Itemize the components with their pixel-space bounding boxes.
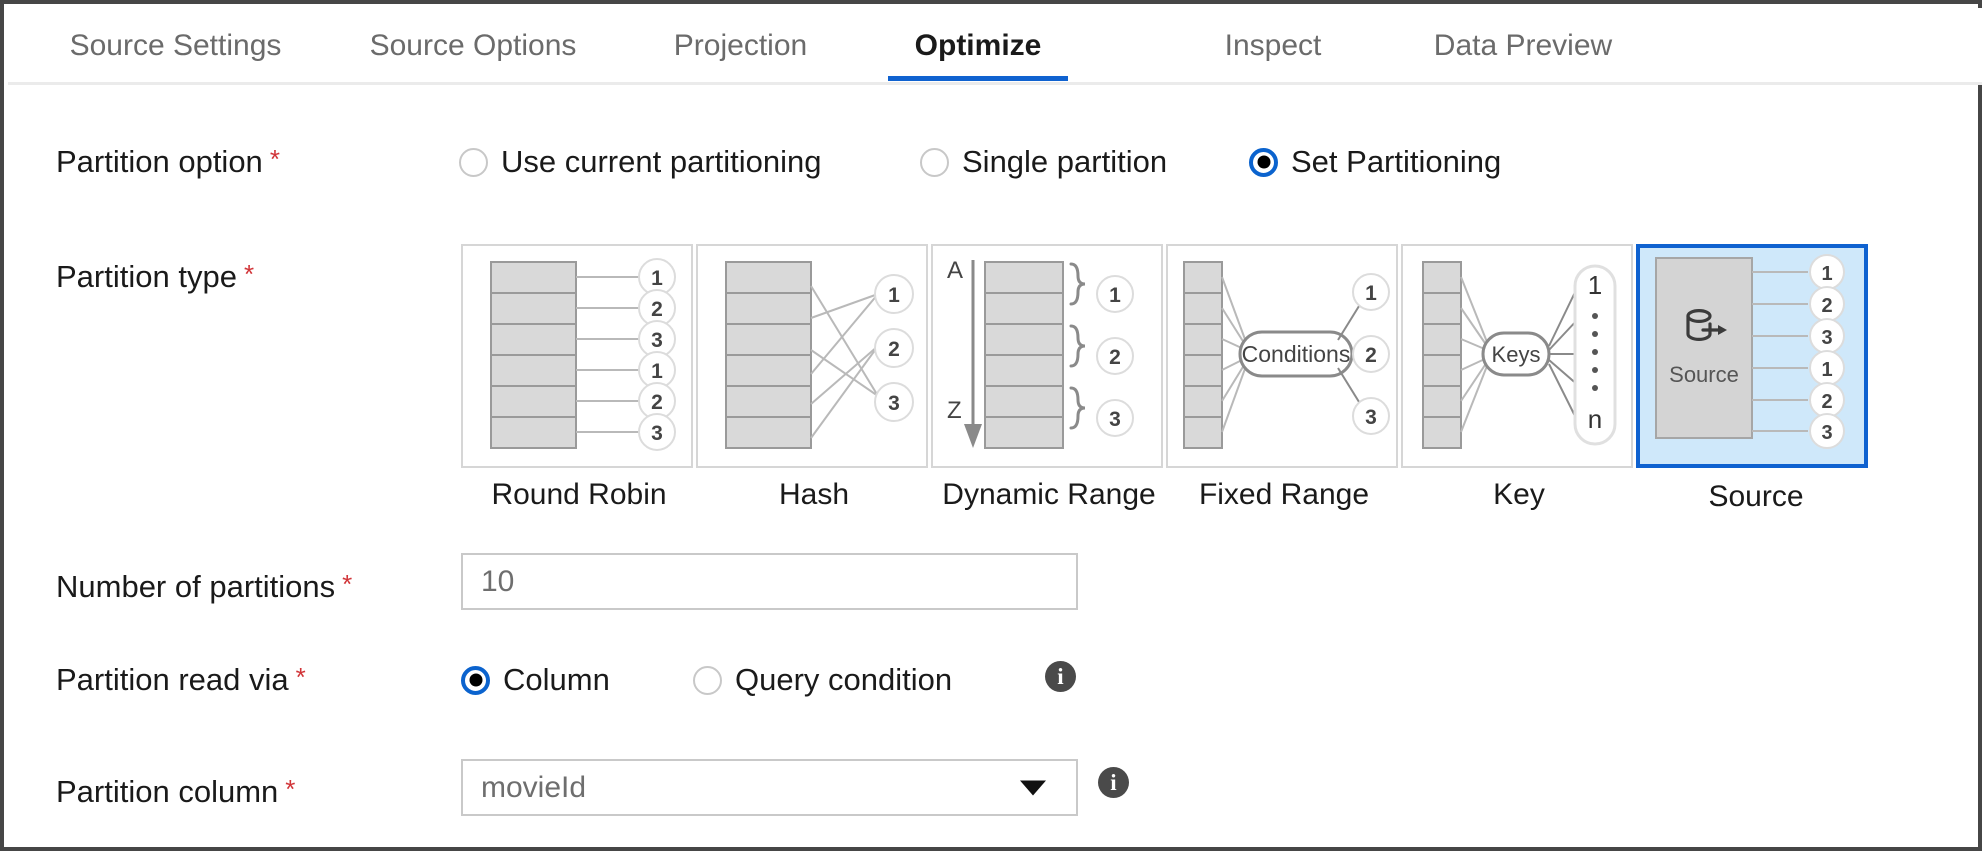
partition-type-card-list: 1 2 3 1 2 3 Round Robin bbox=[461, 244, 1871, 513]
tab-projection[interactable]: Projection bbox=[643, 8, 838, 84]
partition-option-label: Partition option* bbox=[56, 144, 280, 179]
conditions-label: Conditions bbox=[1242, 341, 1351, 367]
required-asterisk: * bbox=[243, 259, 255, 289]
source-diagram: Source 1 2 3 1 2 3 bbox=[1655, 254, 1845, 449]
radio-column[interactable]: Column bbox=[461, 662, 610, 698]
range-end-letter: Z bbox=[947, 397, 962, 424]
tab-divider bbox=[8, 82, 1982, 85]
radio-label: Use current partitioning bbox=[501, 144, 822, 179]
input-value: 10 bbox=[481, 564, 515, 598]
radio-circle[interactable] bbox=[461, 665, 490, 695]
tab-label: Projection bbox=[673, 29, 808, 62]
tab-label: Data Preview bbox=[1433, 29, 1613, 62]
svg-text:1: 1 bbox=[651, 360, 663, 383]
svg-text:1: 1 bbox=[1588, 270, 1602, 300]
partition-column-select[interactable]: movieId bbox=[461, 759, 1078, 816]
radio-query-condition[interactable]: Query condition bbox=[693, 662, 952, 698]
tab-bar: Source Settings Source Options Projectio… bbox=[8, 8, 1982, 84]
radio-label: Single partition bbox=[962, 144, 1168, 179]
svg-text:1: 1 bbox=[888, 284, 900, 307]
hash-diagram: 1 2 3 bbox=[725, 261, 914, 449]
radio-label: Column bbox=[503, 662, 610, 697]
select-value: movieId bbox=[481, 770, 587, 804]
fixed-range-diagram: Conditions 1 2 3 bbox=[1183, 261, 1390, 449]
partition-type-card-source[interactable]: Source 1 2 3 1 2 3 Source bbox=[1636, 244, 1868, 513]
radio-single-partition[interactable]: Single partition bbox=[920, 144, 1167, 180]
card-label: Source bbox=[1708, 480, 1804, 513]
svg-text:2: 2 bbox=[1365, 344, 1377, 367]
card-label: Round Robin bbox=[491, 478, 667, 511]
svg-text:3: 3 bbox=[651, 329, 663, 352]
svg-text:2: 2 bbox=[651, 298, 663, 321]
radio-use-current-partitioning[interactable]: Use current partitioning bbox=[459, 144, 822, 180]
required-asterisk: * bbox=[342, 569, 353, 599]
svg-text:2: 2 bbox=[1109, 346, 1121, 369]
svg-text:n: n bbox=[1588, 404, 1602, 434]
partition-type-card-key[interactable]: Keys 1 n Key bbox=[1401, 244, 1633, 511]
tab-label: Source Options bbox=[369, 29, 577, 62]
key-diagram: Keys 1 n bbox=[1422, 261, 1617, 449]
number-of-partitions-input[interactable]: 10 bbox=[461, 553, 1078, 610]
svg-text:1: 1 bbox=[1365, 282, 1377, 305]
dynamic-range-diagram: A Z 1 2 3 bbox=[947, 257, 1134, 449]
partition-column-info-icon[interactable]: i bbox=[1098, 767, 1129, 798]
svg-text:3: 3 bbox=[1109, 408, 1121, 431]
svg-text:3: 3 bbox=[1821, 327, 1832, 349]
required-asterisk: * bbox=[295, 662, 306, 692]
svg-text:2: 2 bbox=[651, 391, 663, 414]
svg-text:1: 1 bbox=[1821, 263, 1832, 285]
card-label: Key bbox=[1493, 478, 1545, 511]
card-label: Fixed Range bbox=[1198, 478, 1370, 511]
radio-label: Query condition bbox=[735, 662, 953, 697]
active-tab-underline bbox=[888, 76, 1068, 81]
tab-source-options[interactable]: Source Options bbox=[348, 8, 598, 84]
tab-inspect[interactable]: Inspect bbox=[1198, 8, 1348, 84]
tab-source-settings[interactable]: Source Settings bbox=[48, 8, 303, 84]
partition-type-label: Partition type* bbox=[56, 259, 255, 294]
svg-text:3: 3 bbox=[1821, 422, 1832, 444]
tab-optimize[interactable]: Optimize bbox=[888, 8, 1068, 84]
required-asterisk: * bbox=[269, 144, 280, 174]
partition-type-card-fixed-range[interactable]: Conditions 1 2 3 Fixed Range bbox=[1166, 244, 1398, 511]
radio-set-partitioning[interactable]: Set Partitioning bbox=[1249, 144, 1501, 180]
range-start-letter: A bbox=[947, 257, 963, 284]
svg-text:2: 2 bbox=[888, 338, 900, 361]
svg-text:3: 3 bbox=[651, 422, 663, 445]
radio-circle[interactable] bbox=[1249, 147, 1278, 177]
svg-text:2: 2 bbox=[1821, 391, 1832, 413]
svg-text:2: 2 bbox=[1821, 295, 1832, 317]
svg-text:3: 3 bbox=[888, 392, 900, 415]
chevron-down-icon[interactable] bbox=[1020, 780, 1046, 795]
svg-text:1: 1 bbox=[1109, 284, 1121, 307]
partition-type-card-dynamic-range[interactable]: A Z 1 2 3 bbox=[931, 244, 1163, 511]
svg-text:1: 1 bbox=[651, 267, 663, 290]
tab-data-preview[interactable]: Data Preview bbox=[1408, 8, 1638, 84]
required-asterisk: * bbox=[285, 774, 296, 804]
round-robin-diagram: 1 2 3 1 2 3 bbox=[490, 258, 676, 451]
partition-read-via-label: Partition read via* bbox=[56, 662, 306, 697]
radio-label: Set Partitioning bbox=[1291, 144, 1502, 179]
tab-label: Optimize bbox=[914, 29, 1042, 62]
source-box bbox=[1655, 257, 1753, 439]
keys-label: Keys bbox=[1492, 342, 1541, 367]
partition-type-card-round-robin[interactable]: 1 2 3 1 2 3 Round Robin bbox=[461, 244, 693, 511]
partition-column-label: Partition column* bbox=[56, 774, 296, 809]
number-of-partitions-label: Number of partitions* bbox=[56, 569, 353, 604]
card-label: Hash bbox=[778, 478, 850, 511]
source-box-label: Source bbox=[1669, 362, 1739, 387]
radio-circle[interactable] bbox=[459, 147, 488, 177]
tab-label: Inspect bbox=[1224, 29, 1322, 62]
radio-circle[interactable] bbox=[920, 147, 949, 177]
card-label: Dynamic Range bbox=[942, 478, 1156, 511]
database-icon bbox=[1686, 308, 1727, 341]
radio-circle[interactable] bbox=[693, 665, 722, 695]
svg-text:3: 3 bbox=[1365, 406, 1377, 429]
svg-text:1: 1 bbox=[1821, 359, 1832, 381]
partition-type-card-hash[interactable]: 1 2 3 Hash bbox=[696, 244, 928, 511]
partition-read-via-info-icon[interactable]: i bbox=[1045, 661, 1076, 692]
tab-label: Source Settings bbox=[69, 29, 282, 62]
